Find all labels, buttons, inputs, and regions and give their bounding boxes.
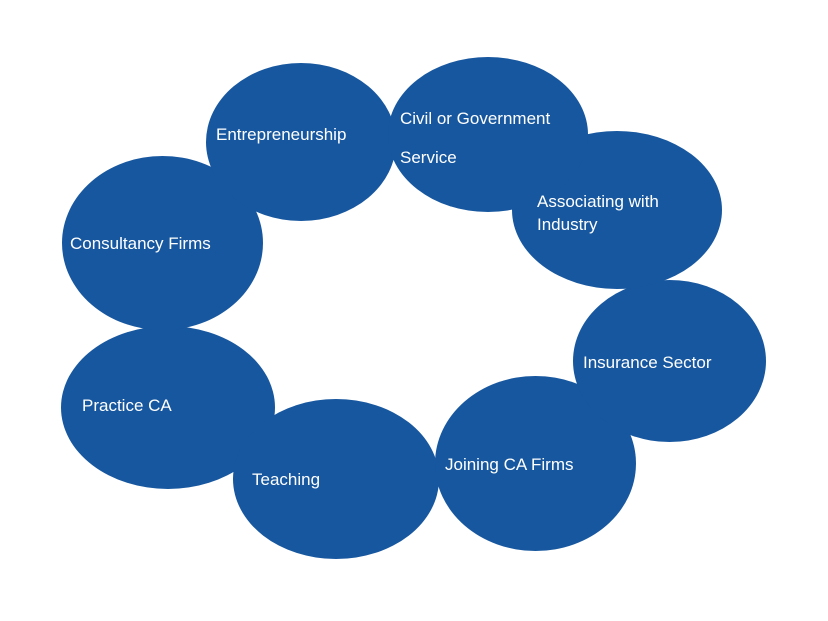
entrepreneurship-node (206, 63, 396, 221)
teaching-node (233, 399, 439, 559)
associating-industry-label-line2: Industry (537, 215, 598, 234)
consultancy-firms-label: Consultancy Firms (70, 234, 211, 253)
entrepreneurship-label: Entrepreneurship (216, 125, 347, 144)
insurance-sector-label: Insurance Sector (583, 353, 712, 372)
joining-ca-firms-label: Joining CA Firms (445, 455, 574, 474)
civil-service-node (388, 57, 588, 212)
associating-industry-label: Associating with Industry (537, 190, 659, 236)
civil-service-label-line1: Civil or Government (400, 109, 551, 128)
civil-service-label: Civil or Government Service (400, 99, 550, 177)
insurance-sector-node (573, 280, 766, 442)
civil-service-label-line2: Service (400, 148, 457, 167)
teaching-label: Teaching (252, 470, 321, 489)
practice-ca-label: Practice CA (82, 396, 172, 415)
associating-industry-label-line1: Associating with (537, 192, 659, 211)
